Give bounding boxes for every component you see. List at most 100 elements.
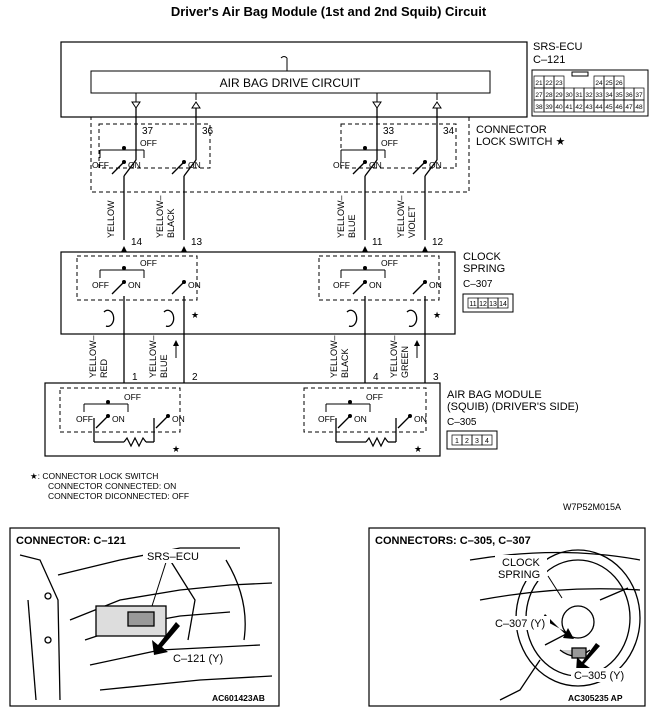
clock-spring-entry-arrow (422, 246, 428, 252)
airbag-module-pin-number: 3 (433, 372, 439, 383)
srs-ecu-connector-id: C–121 (533, 54, 565, 66)
srs-ecu-name: SRS-ECU (533, 41, 583, 53)
module-switch-1-on-label: ON (172, 414, 185, 424)
c305-pointer-arrow (576, 643, 600, 672)
clock-spring-switch-1-contact (122, 280, 126, 284)
lock-switch-2-blade-2 (412, 161, 426, 175)
clock-spring-coil (103, 309, 115, 327)
ab-pin-pin: 3 (475, 438, 479, 445)
clock-spring-switch-1-contact (122, 266, 126, 270)
module-switch-2-contact (348, 400, 352, 404)
clock-spring-switch-1-off-label: OFF (140, 258, 157, 268)
lock-switch-label-2: LOCK SWITCH ★ (476, 136, 565, 148)
module-switch-2-off-label: OFF (318, 414, 335, 424)
cs-pin-pin: 13 (489, 301, 497, 308)
ecu-pin-number: 22 (545, 80, 553, 87)
airbag-module-pin-number: 1 (132, 372, 138, 383)
clock-spring-connector-id: C–307 (463, 279, 493, 290)
lock-switch-1-contact (122, 146, 126, 150)
lock-switch-2-on-label: ON (429, 160, 442, 170)
module-lock-mark: ★ (172, 444, 180, 454)
module-switch-1-on-label: ON (112, 414, 125, 424)
wire-color-bottom: YELLOW– (88, 335, 98, 378)
ecu-pin-number: 30 (565, 92, 573, 99)
module-switch-1-blade-2 (155, 415, 169, 429)
ecu-pin-cell (633, 99, 645, 113)
connector-lock-switch-block (90, 116, 470, 193)
clock-spring-switch-1-on-label: ON (128, 280, 141, 290)
clock-spring-switch-1-on-label: ON (188, 280, 201, 290)
lock-switch-1-off-label: OFF (140, 138, 157, 148)
ecu-pin-number: 36 (625, 92, 633, 99)
cs-pin-pin: 12 (479, 301, 487, 308)
ecu-pin-number: 23 (555, 80, 563, 87)
ab-pin-pin: 4 (485, 438, 489, 445)
wire-color-top: YELLOW (106, 200, 116, 238)
ecu-pin-number: 43 (585, 104, 593, 111)
clock-spring-block (60, 251, 456, 335)
ecu-pin-number: 40 (555, 104, 563, 111)
clock-spring-switch-2-contact (363, 280, 367, 284)
footnote-line-1: ★: CONNECTOR LOCK SWITCH (30, 471, 158, 481)
module-switch-1-contact (106, 400, 110, 404)
ecu-pin-number: 31 (575, 92, 583, 99)
clock-spring-switch-2-on-label: ON (369, 280, 382, 290)
lock-switch-pin-number: 37 (142, 126, 154, 137)
connector-c121-panel: CONNECTOR: C–121 SRS–ECU C–121 (Y) AC601… (9, 527, 280, 707)
lock-switch-1-contact (122, 160, 126, 164)
ab-pin-pin: 1 (455, 438, 459, 445)
lock-switch-1-off-label: OFF (92, 160, 109, 170)
diagram-code: W7P52M015A (563, 502, 621, 512)
panel-left-ecu-label: SRS–ECU (147, 551, 199, 563)
page-title: Driver's Air Bag Module (1st and 2nd Squ… (170, 4, 487, 19)
ab-pin-cell (481, 434, 493, 446)
wire-color-top: VIOLET (407, 205, 417, 238)
lock-switch-1-blade-2 (171, 161, 185, 175)
module-switch-1-contact (106, 414, 110, 418)
cs-pin-cell (497, 297, 509, 309)
ecu-pin-number: 39 (545, 104, 553, 111)
squib-resistor (123, 436, 147, 448)
ecu-pin-number: 29 (555, 92, 563, 99)
wire-color-bottom: YELLOW– (389, 335, 399, 378)
panel-right-clock-label: CLOCK (502, 557, 541, 569)
c121-location-illustration (19, 547, 273, 701)
ecu-pin-number: 37 (635, 92, 643, 99)
air-bag-module-block (44, 382, 441, 457)
wire-color-bottom: BLACK (340, 348, 350, 378)
lock-switch-jog (183, 159, 197, 177)
clock-spring-pin-number: 13 (191, 237, 203, 248)
module-switch-2-contact (348, 414, 352, 418)
connectors-c305-c307-panel: CONNECTORS: C–305, C–307 CLOCK SPRING C–… (368, 527, 646, 707)
c121-pointer-arrow (152, 622, 180, 655)
ecu-pin-number: 21 (535, 80, 543, 87)
panel-right-code: AC305235 AP (568, 693, 623, 703)
ecu-pin-number: 38 (535, 104, 543, 111)
module-switch-1-off-label: OFF (124, 392, 141, 402)
ecu-pin-number: 35 (615, 92, 623, 99)
air-bag-drive-circuit-label: AIR BAG DRIVE CIRCUIT (220, 76, 361, 90)
clock-spring-switch-1-blade-2 (171, 281, 185, 295)
lock-switch-jog (424, 159, 438, 177)
squib-resistor (365, 436, 389, 448)
module-switch-2-on-label: ON (354, 414, 367, 424)
clock-spring-coil (163, 309, 175, 327)
ecu-pin-number: 48 (635, 104, 643, 111)
ecu-pin-number: 27 (535, 92, 543, 99)
clock-spring-switch-1-blade (111, 281, 125, 295)
lock-switch-2-contact (363, 146, 367, 150)
clock-spring-pin-number: 11 (372, 237, 383, 248)
clock-spring-switch-2-blade (352, 281, 366, 295)
ecu-pin-number: 34 (605, 92, 613, 99)
clock-spring-switch-2-off-label: OFF (333, 280, 350, 290)
lock-switch-pin-number: 36 (202, 126, 214, 137)
panel-left-code: AC601423AB (212, 693, 265, 703)
lock-switch-2-on-label: ON (369, 160, 382, 170)
wire-color-bottom: YELLOW– (148, 335, 158, 378)
lock-switch-jog (364, 159, 378, 177)
wire-color-top: BLUE (347, 214, 357, 238)
ecu-pin-number: 47 (625, 104, 633, 111)
